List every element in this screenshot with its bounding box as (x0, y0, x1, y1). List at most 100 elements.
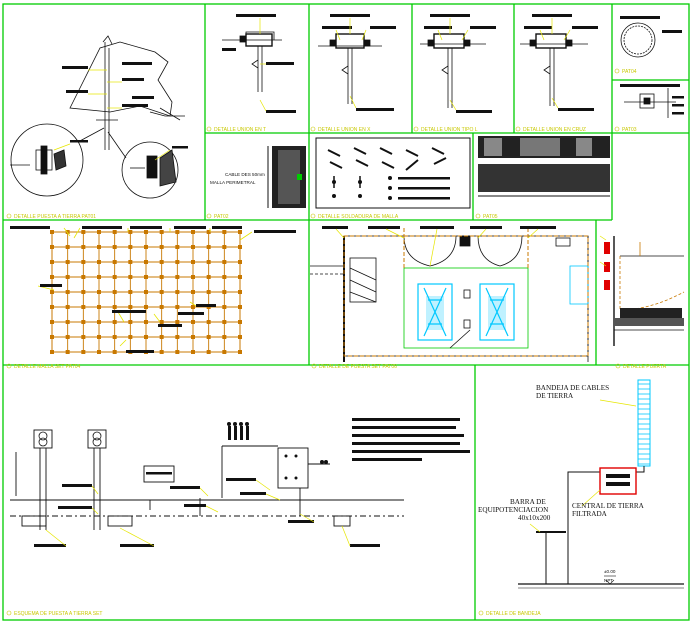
esquema-leads (45, 479, 351, 547)
mesh-node (81, 245, 86, 249)
mesh-node (191, 230, 195, 234)
mesh-node (50, 275, 54, 279)
mesh-node (238, 320, 242, 324)
barra-label-line2: EQUIPOTENCIACION (478, 506, 549, 514)
mesh-node (206, 320, 211, 324)
mesh-node (50, 320, 54, 324)
caption-union-x: DETALLE UNION EN X (310, 126, 371, 133)
panel-union-l-drawing (420, 33, 486, 108)
panel-union-t-notes (222, 14, 296, 113)
mesh-node (238, 335, 242, 339)
mesh-node (97, 350, 101, 354)
mesh-node (159, 245, 164, 249)
panel-puerta-leads (599, 235, 607, 267)
mesh-node (65, 350, 70, 354)
caption-pat03-text: PAT03 (622, 127, 637, 133)
caption-pat01: DETALLE PUESTA A TIERRA PAT01 (6, 213, 96, 220)
mesh-node (97, 245, 101, 249)
panel-union-x-notes (322, 14, 396, 111)
mesh-node (159, 260, 164, 264)
panel-pat02-drawing (267, 146, 306, 208)
panel-set-leads (335, 228, 539, 267)
mesh-node (191, 245, 195, 249)
caption-pat05: PAT05 (475, 213, 498, 220)
mesh-node (65, 335, 70, 339)
mesh-node (206, 335, 211, 339)
mesh-node (144, 305, 148, 309)
npt-label: NPT (604, 578, 613, 583)
caption-pat04-top-text: PAT04 (622, 69, 637, 75)
mesh-node (128, 230, 133, 234)
panel-union-cruz-drawing (520, 33, 588, 106)
mesh-node (222, 350, 227, 354)
mesh-node (50, 350, 54, 354)
caption-pat05-text: PAT05 (483, 214, 498, 220)
mesh-node (175, 335, 180, 339)
mesh-node (159, 230, 164, 234)
panel-union-l-leads (437, 18, 469, 111)
panel-set-plan (310, 235, 589, 362)
panel-set-transformers (417, 283, 515, 341)
panel-puerta-drawing (604, 236, 685, 346)
mesh-node (65, 230, 70, 234)
tray-rungs (638, 383, 650, 465)
caption-union-l: DETALLE UNION TIPO L (413, 126, 478, 133)
mesh-node (175, 350, 180, 354)
mesh-node (191, 350, 195, 354)
mesh-node (97, 260, 101, 264)
mesh-node (65, 260, 70, 264)
panel-esquema-drawing (10, 429, 404, 530)
mesh-node (81, 320, 86, 324)
panel-union-l-notes (424, 14, 496, 113)
mesh-node (128, 335, 133, 339)
mesh-node (50, 260, 54, 264)
mesh-node (81, 230, 86, 234)
panel-pat01-drawing (10, 35, 185, 199)
caption-union-t: DETALLE UNION EN T (206, 126, 266, 133)
mesh-node (222, 320, 227, 324)
panel-pat01-notes (62, 62, 188, 149)
mesh-node (81, 275, 86, 279)
caption-puesta-set: DETALLE DE PUESTA SET PAT06 (311, 363, 397, 370)
mesh-node (159, 320, 164, 324)
mesh-node (81, 305, 86, 309)
mesh-node (144, 230, 148, 234)
level-label: ±0.00 (604, 569, 616, 574)
mesh-node (191, 305, 195, 309)
mesh-node (128, 320, 133, 324)
caption-esquema: ESQUEMA DE PUESTA A TIERRA SET (6, 610, 102, 617)
mesh-node (81, 260, 86, 264)
panel-union-cruz-leads (539, 18, 571, 109)
caption-union-l-text: DETALLE UNION TIPO L (421, 127, 478, 133)
mesh-node (159, 275, 164, 279)
caption-soldadura-text: DETALLE SOLDADURA DE MALLA (318, 214, 399, 220)
mesh-node (238, 245, 242, 249)
central-label-line2: FILTRADA (572, 510, 608, 518)
panel-bandeja-drawing (518, 379, 684, 589)
caption-pat02-text: PAT02 (214, 214, 229, 220)
mesh-node (159, 335, 164, 339)
mesh-node (191, 275, 195, 279)
mesh-node (144, 260, 148, 264)
mesh-node (128, 290, 133, 294)
panel-pat03-notes (620, 84, 684, 115)
panel-pat04-ring (620, 22, 656, 58)
central-label-line1: CENTRAL DE TIERRA (572, 502, 645, 510)
mesh-node (222, 245, 227, 249)
mesh-node (238, 305, 242, 309)
caption-bandeja-text: DETALLE DE BANDEJA (486, 611, 541, 617)
mesh-node (97, 335, 101, 339)
mesh-node (191, 290, 195, 294)
panel-set-notes (322, 226, 556, 229)
mesh-node (206, 275, 211, 279)
panel-set-ground-ring (343, 228, 589, 357)
mesh-node (238, 290, 242, 294)
mesh-node (159, 305, 164, 309)
mesh-node (222, 290, 227, 294)
mesh-node (112, 230, 117, 234)
caption-union-cruz-text: DETALLE UNION EN CRUZ (523, 127, 586, 133)
panel-union-t-leads (259, 18, 267, 112)
mesh-node (191, 260, 195, 264)
mesh-node (112, 335, 117, 339)
